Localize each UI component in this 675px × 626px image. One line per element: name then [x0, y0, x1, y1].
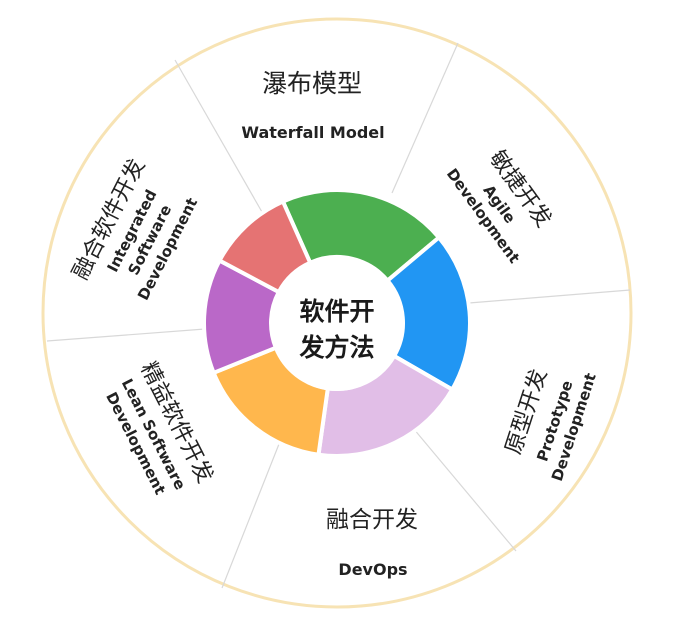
label-waterfall-zh: 瀑布模型 [262, 69, 362, 98]
divider-prototype-devops [412, 427, 517, 552]
divider-lean-integrated [46, 328, 206, 342]
ring-segment-waterfall [280, 188, 441, 283]
center-title-line1: 软件开 [299, 297, 374, 326]
label-devops-en: DevOps [338, 560, 407, 579]
center-circle [271, 259, 403, 391]
divider-devops-lean [221, 438, 282, 589]
label-devops: 融合开发 DevOps [326, 507, 418, 579]
label-waterfall-en: Waterfall Model [241, 123, 384, 142]
divider-integrated-waterfall [174, 59, 263, 213]
label-waterfall: 瀑布模型 Waterfall Model [241, 69, 384, 142]
divider-waterfall-agile [391, 42, 459, 194]
divider-agile-prototype [468, 289, 631, 304]
ring-segment-agile [385, 235, 472, 392]
label-devops-zh: 融合开发 [326, 507, 418, 533]
method-ring [202, 188, 472, 458]
ring-segment-integrated [217, 199, 313, 295]
center-title-line2: 发方法 [298, 333, 374, 362]
